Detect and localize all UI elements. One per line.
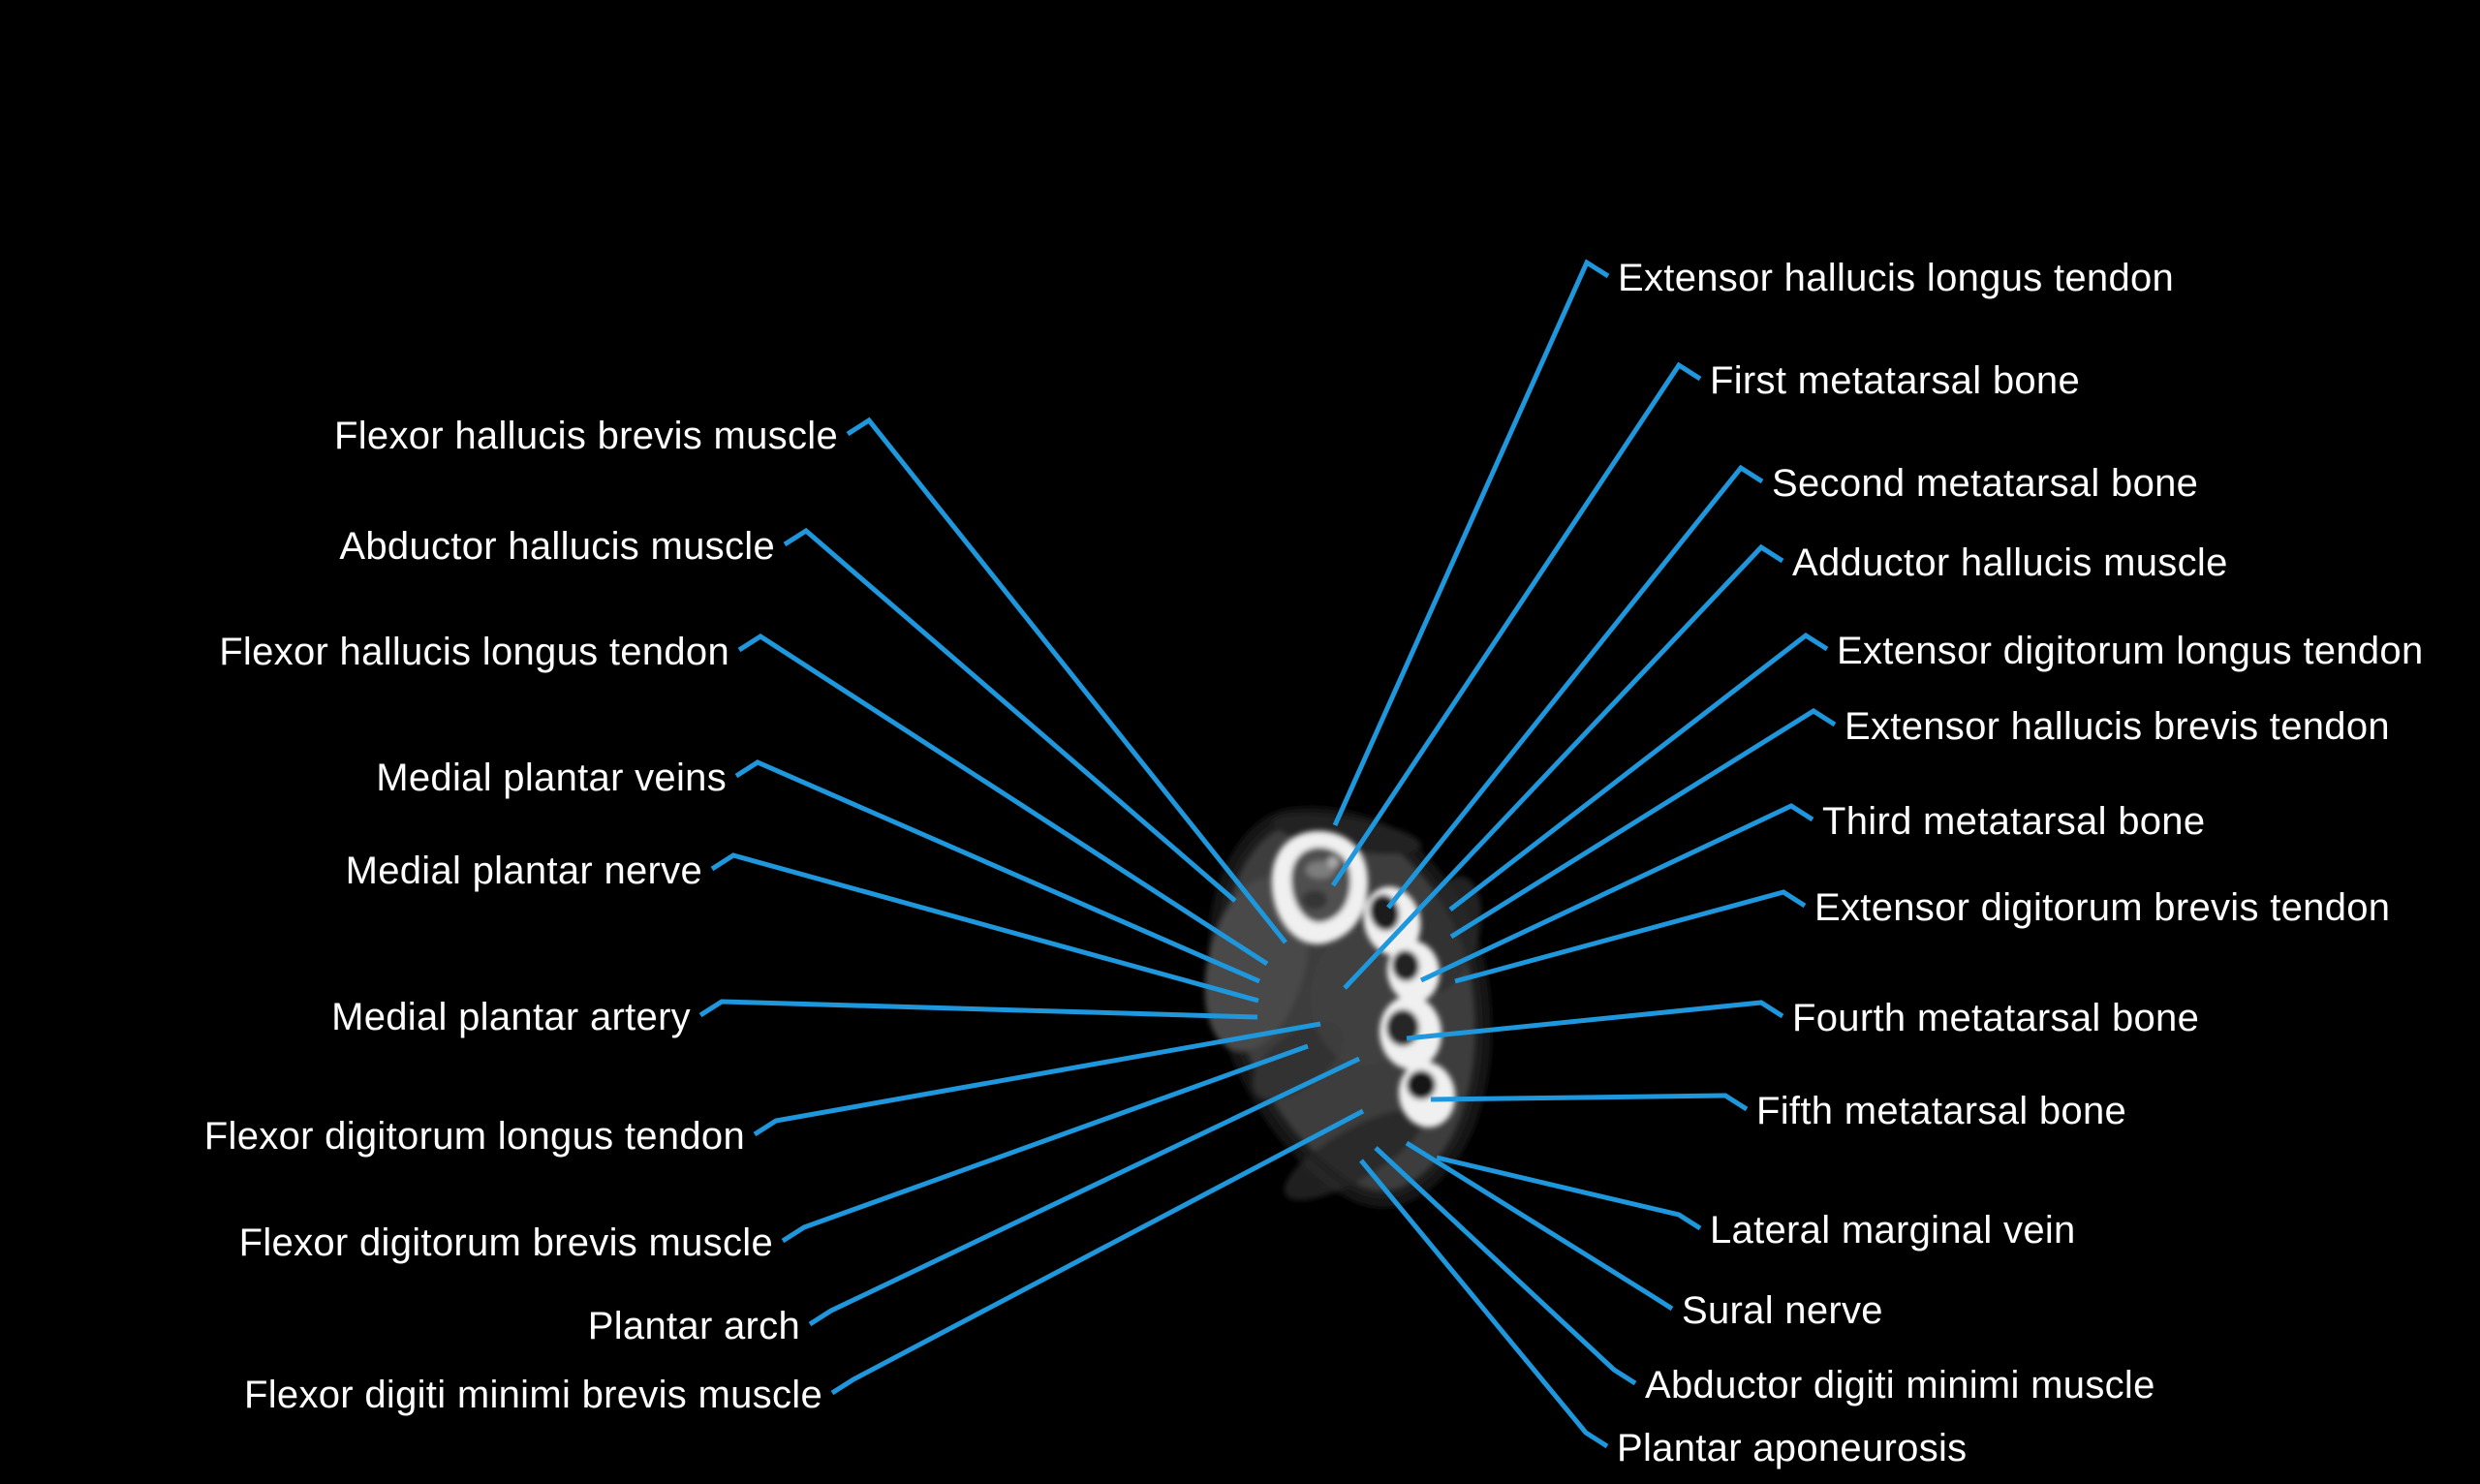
- label-fifth-metatarsal-bone[interactable]: Fifth metatarsal bone: [1756, 1090, 2127, 1132]
- leader-line-flexor-hallucis-longus-tendon: [737, 634, 1269, 967]
- leader-line-sural-nerve: [1405, 1140, 1674, 1312]
- label-plantar-arch[interactable]: Plantar arch: [587, 1305, 800, 1347]
- label-first-metatarsal-bone[interactable]: First metatarsal bone: [1710, 359, 2081, 402]
- leader-line-extensor-digitorum-longus-tendon: [1448, 632, 1829, 912]
- label-medial-plantar-veins[interactable]: Medial plantar veins: [376, 757, 727, 799]
- leader-line-fourth-metatarsal-bone: [1406, 1000, 1784, 1041]
- label-extensor-digitorum-brevis-tendon[interactable]: Extensor digitorum brevis tendon: [1814, 886, 2391, 929]
- leader-line-first-metatarsal-bone: [1330, 361, 1702, 887]
- leader-line-adductor-hallucis-muscle: [1343, 543, 1784, 990]
- label-third-metatarsal-bone[interactable]: Third metatarsal bone: [1822, 800, 2206, 843]
- label-second-metatarsal-bone[interactable]: Second metatarsal bone: [1772, 462, 2199, 505]
- label-flexor-digitorum-brevis-muscle[interactable]: Flexor digitorum brevis muscle: [238, 1221, 773, 1264]
- label-adductor-hallucis-muscle[interactable]: Adductor hallucis muscle: [1792, 541, 2228, 584]
- leader-line-extensor-hallucis-brevis-tendon: [1449, 708, 1837, 940]
- metatarsal-bones: [1271, 830, 1456, 1128]
- leader-line-plantar-arch: [808, 1056, 1361, 1327]
- label-flexor-hallucis-brevis-muscle[interactable]: Flexor hallucis brevis muscle: [334, 415, 838, 457]
- label-medial-plantar-nerve[interactable]: Medial plantar nerve: [345, 850, 702, 892]
- label-sural-nerve[interactable]: Sural nerve: [1682, 1289, 1883, 1332]
- leader-line-lateral-marginal-vein: [1436, 1155, 1702, 1231]
- label-flexor-hallucis-longus-tendon[interactable]: Flexor hallucis longus tendon: [219, 631, 729, 673]
- label-abductor-hallucis-muscle[interactable]: Abductor hallucis muscle: [339, 525, 775, 568]
- leader-line-medial-plantar-artery: [698, 999, 1258, 1020]
- label-extensor-hallucis-longus-tendon[interactable]: Extensor hallucis longus tendon: [1618, 257, 2175, 299]
- leader-line-flexor-hallucis-brevis-muscle: [846, 417, 1287, 944]
- label-lateral-marginal-vein[interactable]: Lateral marginal vein: [1710, 1209, 2076, 1252]
- leader-line-third-metatarsal-bone: [1419, 803, 1814, 983]
- label-abductor-digiti-minimi-muscle[interactable]: Abductor digiti minimi muscle: [1645, 1364, 2155, 1407]
- label-flexor-digiti-minimi-brevis-muscle[interactable]: Flexor digiti minimi brevis muscle: [244, 1374, 822, 1416]
- leader-line-medial-plantar-nerve: [710, 852, 1259, 1004]
- label-flexor-digitorum-longus-tendon[interactable]: Flexor digitorum longus tendon: [203, 1115, 745, 1158]
- leader-line-fifth-metatarsal-bone: [1430, 1093, 1749, 1112]
- label-medial-plantar-artery[interactable]: Medial plantar artery: [331, 996, 691, 1038]
- leader-line-abductor-hallucis-muscle: [783, 527, 1237, 903]
- leader-line-extensor-hallucis-longus-tendon: [1332, 259, 1610, 827]
- label-plantar-aponeurosis[interactable]: Plantar aponeurosis: [1617, 1427, 1968, 1469]
- leader-line-flexor-digitorum-brevis-muscle: [781, 1043, 1309, 1244]
- label-extensor-hallucis-brevis-tendon[interactable]: Extensor hallucis brevis tendon: [1844, 705, 2390, 748]
- leader-lines: [698, 259, 1837, 1449]
- leader-line-flexor-digitorum-longus-tendon: [753, 1021, 1321, 1137]
- label-extensor-digitorum-longus-tendon[interactable]: Extensor digitorum longus tendon: [1837, 630, 2424, 672]
- leader-line-medial-plantar-veins: [734, 759, 1260, 984]
- leader-line-plantar-aponeurosis: [1359, 1159, 1609, 1449]
- leader-line-second-metatarsal-bone: [1386, 464, 1764, 910]
- label-fourth-metatarsal-bone[interactable]: Fourth metatarsal bone: [1792, 997, 2200, 1039]
- leader-line-flexor-digiti-minimi-brevis-muscle: [830, 1108, 1365, 1396]
- leader-line-abductor-digiti-minimi-muscle: [1374, 1146, 1637, 1386]
- leader-line-extensor-digitorum-brevis-tendon: [1454, 889, 1807, 984]
